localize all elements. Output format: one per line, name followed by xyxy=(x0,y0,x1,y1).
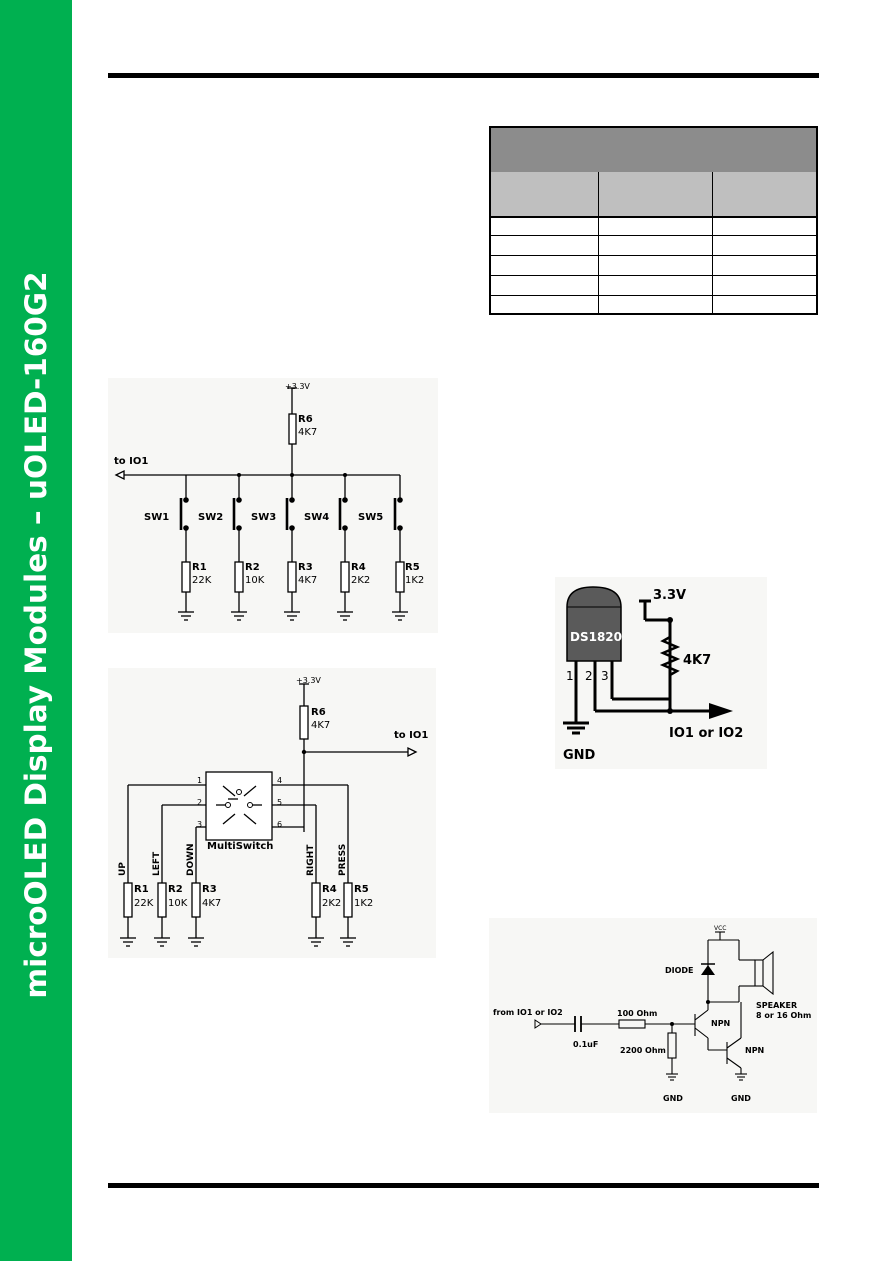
input-label: from IO1 or IO2 xyxy=(493,1008,563,1017)
pin-table xyxy=(489,126,818,315)
switch-label: SW4 xyxy=(304,512,329,523)
speaker-label: SPEAKER xyxy=(756,1001,797,1010)
resistor-value: 10K xyxy=(245,575,265,586)
figure-multiswitch: +3.3V R6 4K7 to IO1 1 2 3 4 5 6 MultiSwi… xyxy=(108,668,436,958)
npn-label: NPN xyxy=(745,1046,764,1055)
resistor-value: 22K xyxy=(134,898,154,909)
resistor-value: 1K2 xyxy=(354,898,373,909)
multiswitch-label: MultiSwitch xyxy=(207,841,273,852)
r6-ref: R6 xyxy=(298,414,313,425)
pin-label: 3 xyxy=(601,669,609,683)
pin-label: 3 xyxy=(197,820,202,829)
r-series-label: 100 Ohm xyxy=(617,1009,657,1018)
resistor-ref: R4 xyxy=(322,884,337,895)
pin-label: 6 xyxy=(277,820,282,829)
resistor-value: 22K xyxy=(192,575,212,586)
switch-label: SW3 xyxy=(251,512,276,523)
resistor-value: 4K7 xyxy=(683,653,711,668)
direction-label: PRESS xyxy=(338,844,348,876)
vcc-label: +3.3V xyxy=(285,382,310,391)
gnd-label: GND xyxy=(731,1094,751,1103)
resistor-value: 1K2 xyxy=(405,575,424,586)
npn-label: NPN xyxy=(711,1019,730,1028)
resistor-value: 4K7 xyxy=(202,898,221,909)
r-shunt-label: 2200 Ohm xyxy=(620,1046,666,1055)
diode-label: DIODE xyxy=(665,966,694,975)
figure-switch-ladder: +3.3V R6 4K7 to IO1 SW1 SW2 SW3 SW4 SW5 … xyxy=(108,378,438,633)
pin-label: 2 xyxy=(585,669,593,683)
resistor-ref: R5 xyxy=(354,884,369,895)
r6-ref: R6 xyxy=(311,707,326,718)
table-header xyxy=(491,128,816,174)
pin-label: 1 xyxy=(566,669,574,683)
table-column-header xyxy=(491,172,816,218)
output-label: to IO1 xyxy=(394,730,428,741)
vcc-label: +3.3V xyxy=(296,676,321,685)
sidebar-band: microOLED Display Modules – uOLED-160G2 xyxy=(0,0,72,1261)
resistor-value: 10K xyxy=(168,898,188,909)
pin-label: 2 xyxy=(197,798,202,807)
resistor-ref: R3 xyxy=(202,884,217,895)
pin-label: 5 xyxy=(277,798,282,807)
vcc-label: 3.3V xyxy=(653,588,686,603)
resistor-ref: R1 xyxy=(134,884,149,895)
resistor-ref: R3 xyxy=(298,562,313,573)
chip-label: DS1820 xyxy=(570,630,622,644)
r6-value: 4K7 xyxy=(311,720,330,731)
gnd-label: GND xyxy=(563,748,596,763)
vcc-label: VCC xyxy=(714,925,726,932)
resistor-ref: R2 xyxy=(245,562,260,573)
figure-speaker-driver: VCC DIODE SPEAKER 8 or 16 Ohm from IO1 o… xyxy=(489,918,817,1113)
io-label: IO1 or IO2 xyxy=(669,726,743,741)
footer-rule xyxy=(108,1183,819,1188)
header-rule xyxy=(108,73,819,78)
pin-label: 4 xyxy=(277,776,282,785)
direction-label: RIGHT xyxy=(306,844,316,876)
pin-label: 1 xyxy=(197,776,202,785)
sidebar-title: microOLED Display Modules – uOLED-160G2 xyxy=(19,271,53,999)
output-label: to IO1 xyxy=(114,456,148,467)
figure-ds1820: DS1820 1 2 3 3.3V 4K7 GND IO1 or IO2 xyxy=(555,577,767,769)
resistor-ref: R4 xyxy=(351,562,366,573)
switch-label: SW1 xyxy=(144,512,169,523)
direction-label: DOWN xyxy=(186,843,196,876)
gnd-label: GND xyxy=(663,1094,683,1103)
resistor-ref: R2 xyxy=(168,884,183,895)
cap-label: 0.1uF xyxy=(573,1040,598,1049)
resistor-value: 4K7 xyxy=(298,575,317,586)
resistor-ref: R1 xyxy=(192,562,207,573)
resistor-value: 2K2 xyxy=(322,898,341,909)
r6-value: 4K7 xyxy=(298,427,317,438)
switch-label: SW2 xyxy=(198,512,223,523)
switch-label: SW5 xyxy=(358,512,383,523)
resistor-value: 2K2 xyxy=(351,575,370,586)
resistor-ref: R5 xyxy=(405,562,420,573)
direction-label: LEFT xyxy=(152,851,162,876)
direction-label: UP xyxy=(118,862,128,876)
speaker-impedance: 8 or 16 Ohm xyxy=(756,1011,811,1020)
